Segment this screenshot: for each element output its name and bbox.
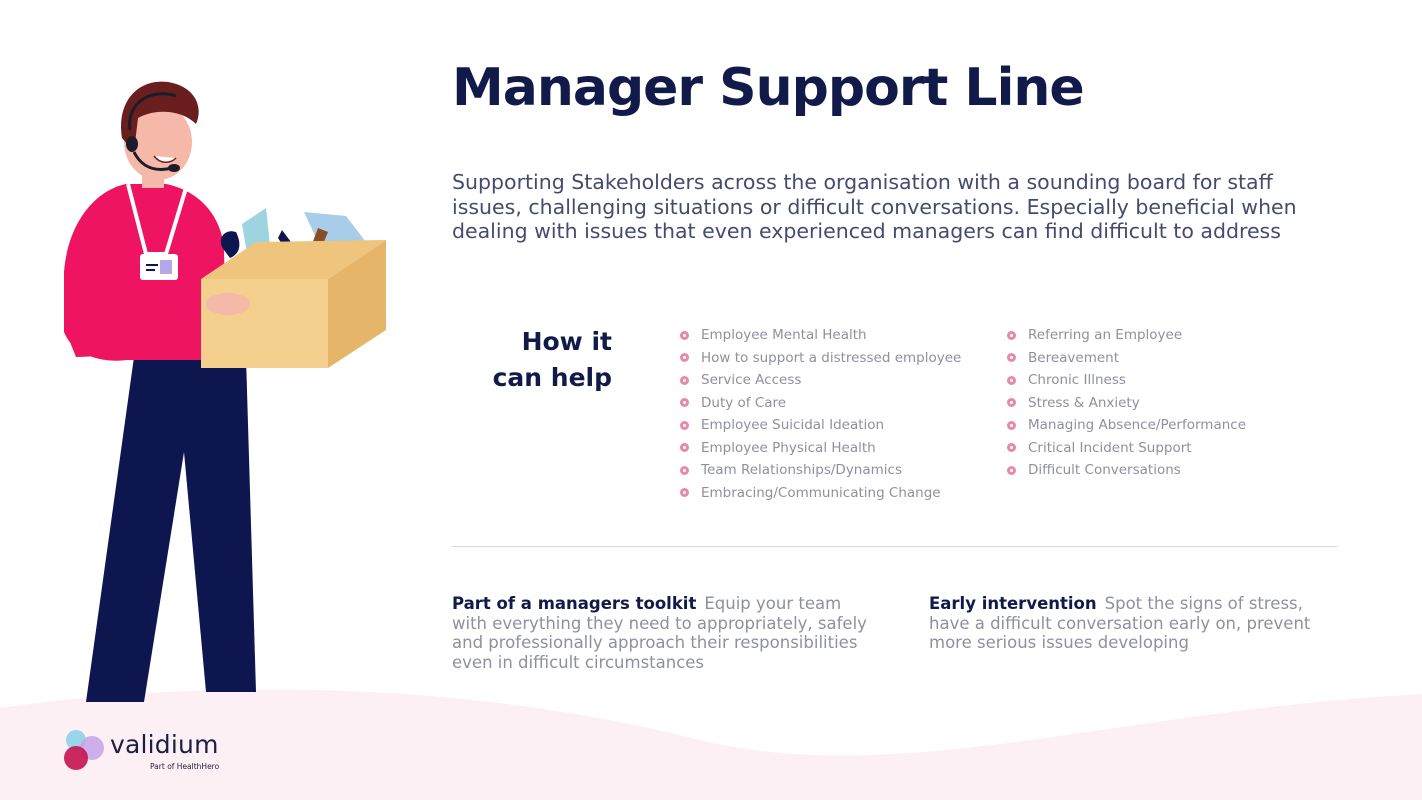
benefit-title: Part of a managers toolkit (452, 594, 697, 613)
page-title: Manager Support Line (452, 58, 1085, 118)
list-item: Stress & Anxiety (1007, 392, 1246, 415)
help-heading-line1: How it (521, 327, 612, 356)
list-item: Referring an Employee (1007, 324, 1246, 347)
list-item-label: Team Relationships/Dynamics (701, 462, 902, 479)
list-item: How to support a distressed employee (680, 347, 961, 370)
help-heading: How it can help (440, 324, 612, 396)
bullet-icon (680, 420, 689, 430)
background-wave (0, 689, 1422, 800)
intro-text: Supporting Stakeholders across the organ… (452, 170, 1297, 243)
list-item: Difficult Conversations (1007, 459, 1246, 482)
list-item-label: Bereavement (1028, 349, 1119, 366)
list-item-label: Employee Suicidal Ideation (701, 417, 885, 434)
list-item-label: Managing Absence/Performance (1028, 417, 1247, 434)
list-item: Service Access (680, 369, 961, 392)
list-item: Employee Suicidal Ideation (680, 414, 961, 437)
bullet-icon (1007, 330, 1016, 340)
bullet-icon (1007, 465, 1016, 475)
bullet-icon (1007, 353, 1016, 363)
list-item-label: How to support a distressed employee (701, 349, 962, 366)
list-item-label: Embracing/Communicating Change (701, 484, 941, 501)
list-item: Duty of Care (680, 392, 961, 415)
list-item-label: Service Access (701, 372, 802, 389)
list-item: Team Relationships/Dynamics (680, 459, 961, 482)
bullet-icon (1007, 375, 1016, 385)
help-list-right: Referring an Employee Bereavement Chroni… (1007, 324, 1246, 482)
bullet-icon (680, 488, 689, 498)
list-item-label: Duty of Care (701, 394, 787, 411)
logo-tagline: Part of HealthHero (150, 762, 220, 771)
logo-mark-icon (64, 730, 104, 770)
list-item-label: Critical Incident Support (1028, 439, 1192, 456)
bullet-icon (680, 330, 689, 340)
bullet-icon (680, 465, 689, 475)
bullet-icon (1007, 398, 1016, 408)
list-item-label: Stress & Anxiety (1028, 394, 1140, 411)
help-list-left: Employee Mental Health How to support a … (680, 324, 961, 504)
list-item-label: Employee Physical Health (701, 439, 876, 456)
list-item-label: Chronic Illness (1028, 372, 1126, 389)
list-item-label: Employee Mental Health (701, 327, 867, 344)
list-item: Employee Physical Health (680, 437, 961, 460)
bullet-icon (680, 398, 689, 408)
validium-logo: validium Part of HealthHero (62, 728, 232, 774)
list-item: Chronic Illness (1007, 369, 1246, 392)
bullet-icon (680, 443, 689, 453)
bullet-icon (680, 375, 689, 385)
list-item: Embracing/Communicating Change (680, 482, 961, 505)
benefit-title: Early intervention (929, 594, 1097, 613)
bullet-icon (1007, 420, 1016, 430)
list-item-label: Difficult Conversations (1028, 462, 1181, 479)
section-divider (452, 546, 1338, 547)
manager-illustration (64, 81, 386, 702)
list-item-label: Referring an Employee (1028, 327, 1183, 344)
list-item: Critical Incident Support (1007, 437, 1246, 460)
bullet-icon (1007, 443, 1016, 453)
benefit-text: Equip your team with everything they nee… (452, 594, 867, 672)
list-item: Managing Absence/Performance (1007, 414, 1246, 437)
list-item: Bereavement (1007, 347, 1246, 370)
benefit-text: Spot the signs of stress, have a difficu… (929, 594, 1311, 652)
bullet-icon (680, 353, 689, 363)
logo-name: validium (110, 730, 219, 759)
list-item: Employee Mental Health (680, 324, 961, 347)
help-heading-line2: can help (492, 363, 612, 392)
